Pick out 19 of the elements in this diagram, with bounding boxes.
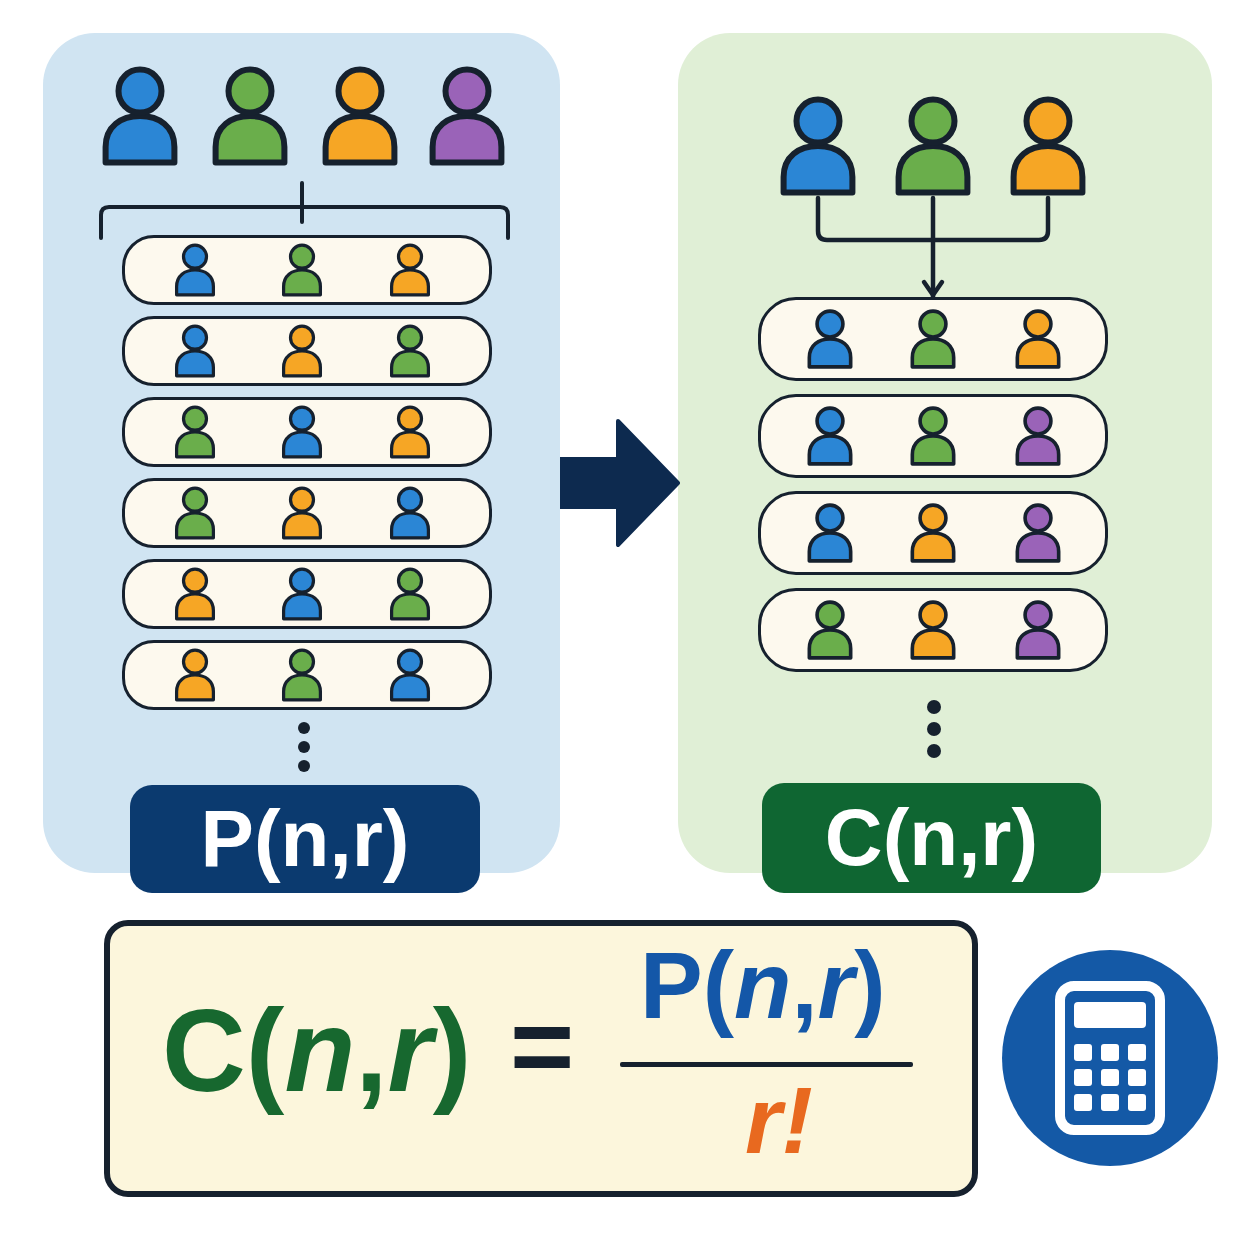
block-arrow bbox=[560, 419, 680, 547]
numerator: P(n,r) bbox=[640, 934, 886, 1038]
arrangement-row bbox=[122, 478, 492, 548]
arrangement-row bbox=[122, 316, 492, 386]
arrow bbox=[815, 195, 1051, 300]
notation-label: P(n,r) bbox=[130, 785, 480, 893]
formula-box bbox=[104, 920, 978, 1197]
arrangement-row bbox=[122, 235, 492, 305]
equals-sign: = bbox=[510, 985, 575, 1106]
arrangement-row bbox=[758, 588, 1108, 672]
arrangement-row bbox=[758, 394, 1108, 478]
arrangement-row bbox=[758, 297, 1108, 381]
notation-label: C(n,r) bbox=[762, 783, 1101, 893]
formula-term: C(n,r) bbox=[162, 988, 472, 1116]
arrangement-row bbox=[122, 559, 492, 629]
denominator: r! bbox=[745, 1069, 813, 1173]
arrangement-row bbox=[122, 640, 492, 710]
arrangement-row bbox=[122, 397, 492, 467]
arrangement-row bbox=[758, 491, 1108, 575]
